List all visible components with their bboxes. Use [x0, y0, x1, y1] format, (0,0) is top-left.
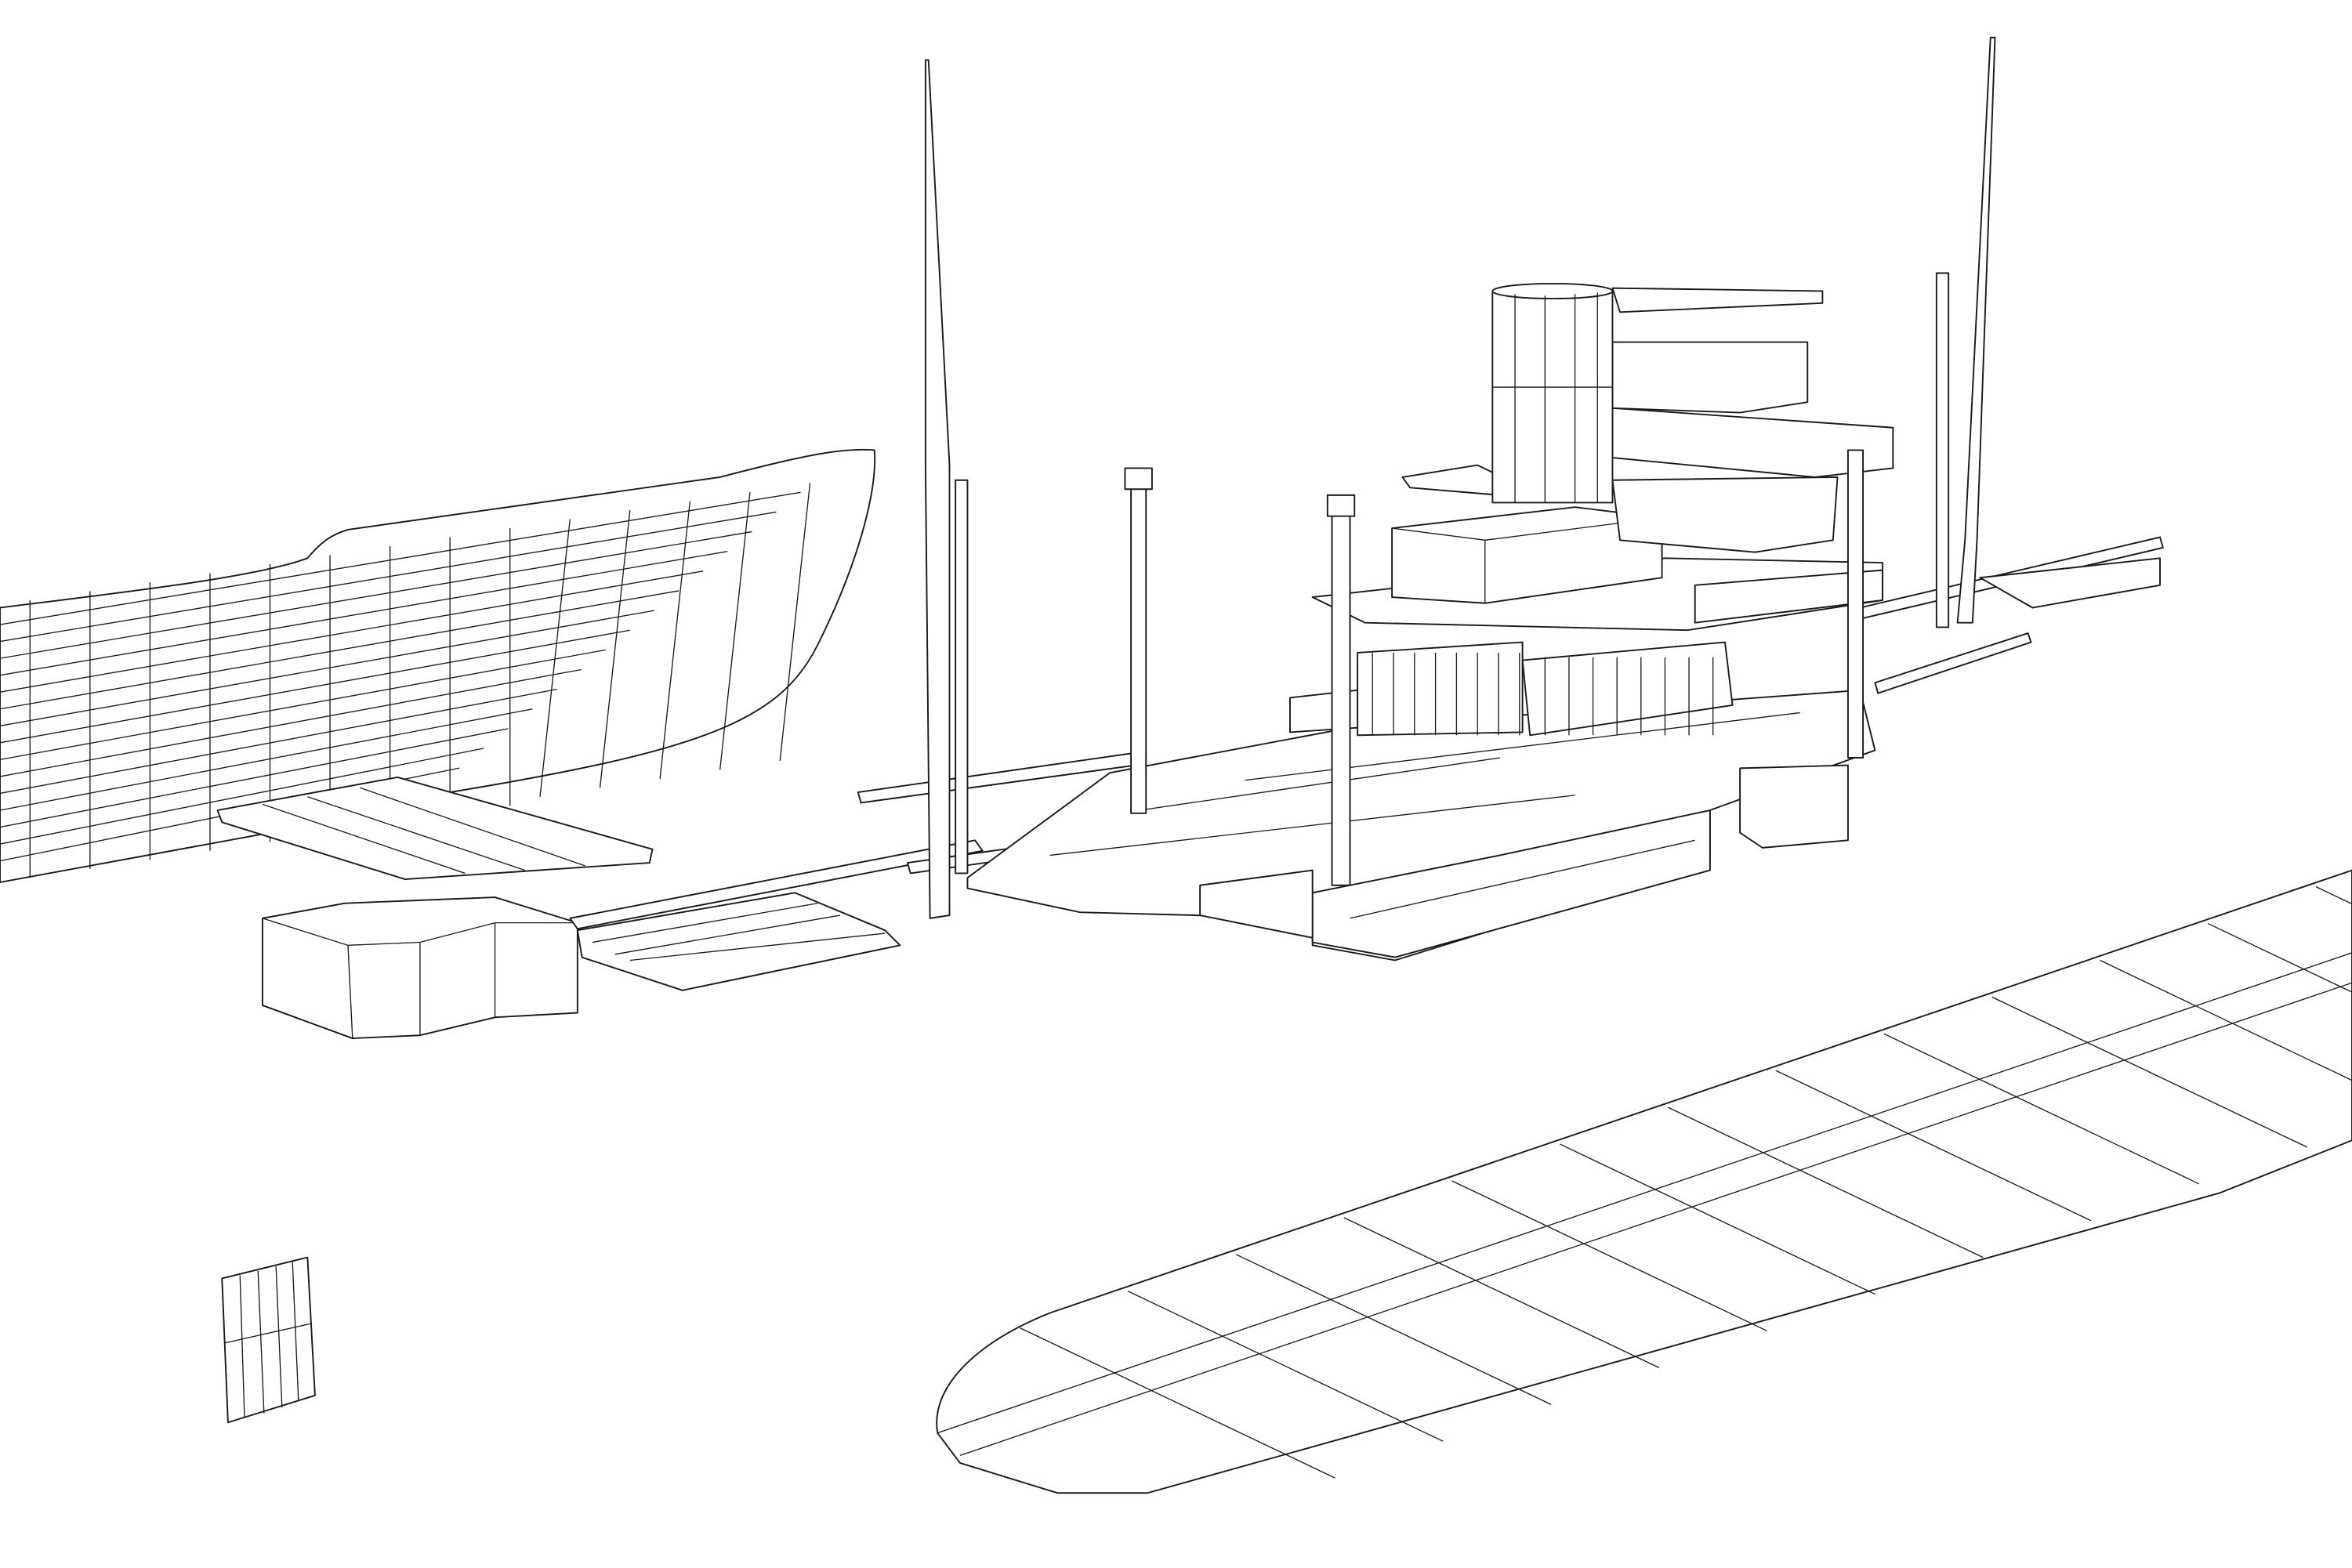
deck-frame: [1667, 1106, 1984, 1258]
hull-strake: [0, 708, 533, 811]
hull-strake: [0, 590, 680, 710]
hull-frame: [599, 509, 631, 788]
hull-strake: [0, 610, 655, 726]
funnel: [1491, 282, 1614, 504]
hull: [0, 448, 876, 883]
main-deck-structure: [966, 287, 2161, 961]
hull-frame: [659, 501, 691, 779]
main-deck: [936, 869, 2352, 1494]
mainmast: [1956, 36, 1996, 624]
hull-strake: [0, 531, 752, 659]
kingpost: [1331, 509, 1351, 886]
hull-strake: [0, 728, 509, 828]
rudder: [221, 1256, 316, 1424]
deck-frame: [1883, 1033, 2200, 1185]
deck-frame: [1127, 1291, 1444, 1442]
hull-frame: [719, 491, 751, 770]
hull-frame: [779, 483, 811, 761]
kingpost: [1935, 272, 1950, 628]
deck-frame: [1343, 1217, 1660, 1368]
deck-frame: [1451, 1180, 1767, 1332]
foremast: [924, 59, 951, 919]
hull-strake: [0, 551, 728, 676]
hull-strake: [0, 748, 484, 845]
hull-strake: [0, 649, 606, 761]
hull-strake: [0, 570, 704, 693]
hull-strake: [0, 629, 630, 744]
kingpost: [1846, 449, 1865, 759]
aft-box: [261, 896, 578, 1040]
hull-strake: [0, 668, 582, 777]
deck-frame: [1020, 1327, 1335, 1479]
deck-frame: [1235, 1254, 1552, 1405]
deck-frame: [1560, 1143, 1875, 1295]
hull-frame: [539, 519, 571, 797]
masts: [924, 36, 1996, 919]
hull-strake: [0, 491, 801, 625]
deck-frame: [1991, 996, 2307, 1148]
kingpost: [1130, 479, 1147, 814]
deck-frame: [1775, 1070, 2092, 1222]
aft-platform: [576, 892, 901, 991]
hull-strake: [0, 511, 777, 643]
deck-frame: [2100, 959, 2352, 1081]
deck-frame: [2207, 922, 2352, 993]
hull-deck-plate-seams: [262, 787, 585, 875]
kingpost: [955, 479, 969, 875]
hull-strake: [0, 688, 557, 795]
